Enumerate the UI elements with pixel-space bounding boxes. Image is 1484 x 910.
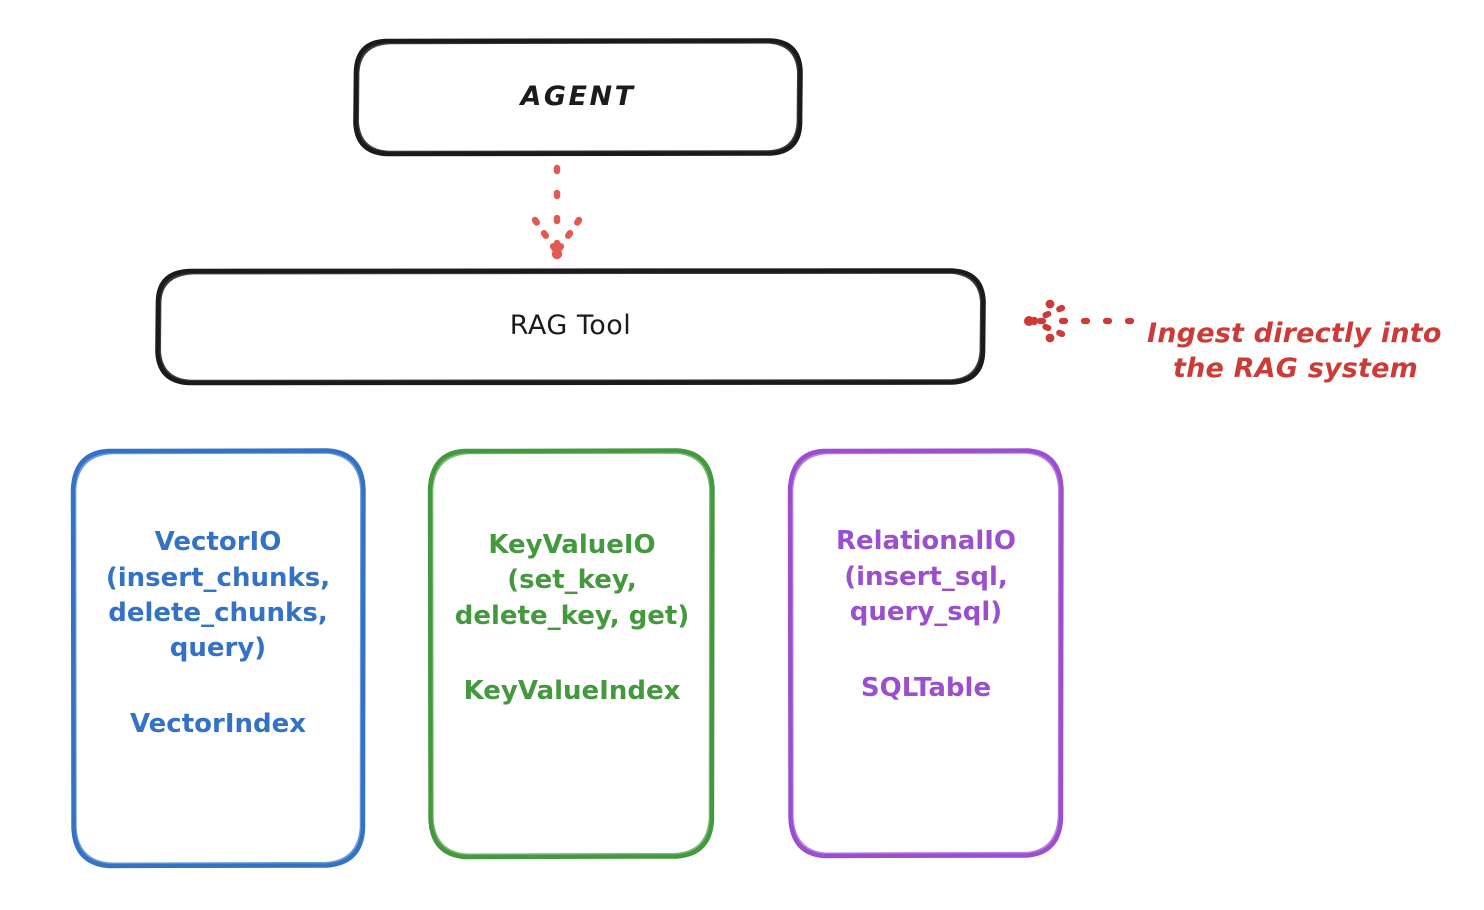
key-value-io-api-label: KeyValueIO (set_key, delete_key, get) (454, 529, 690, 631)
relational-io-api-label: RelationalIO (insert_sql, query_sql) (835, 526, 1017, 628)
ingest-annotation-line-1: Ingest directly into (1147, 318, 1442, 350)
agent-node-label: AGENT (520, 81, 636, 113)
key-value-io-node[interactable]: KeyValueIO (set_key, delete_key, get) Ke… (430, 450, 714, 856)
agent-to-rag-connector (531, 164, 583, 260)
ingest-annotation-line-2: the RAG system (1173, 353, 1418, 385)
vector-io-node[interactable]: VectorIO (insert_chunks, delete_chunks, … (72, 450, 364, 866)
key-value-index-label: KeyValueIndex (463, 676, 681, 707)
agent-node[interactable]: AGENT (355, 40, 801, 155)
ingest-annotation: Ingest directly into the RAG system (1147, 281, 1477, 421)
vector-io-api-label: VectorIO (insert_chunks, delete_chunks, … (105, 527, 331, 664)
relational-io-node[interactable]: RelationalIO (insert_sql, query_sql) SQL… (790, 450, 1062, 855)
rag-tool-node[interactable]: RAG Tool (157, 270, 984, 383)
vector-index-label: VectorIndex (129, 708, 307, 739)
ingest-to-rag-connector (1024, 299, 1140, 343)
rag-tool-node-label: RAG Tool (509, 310, 632, 342)
sql-table-label: SQLTable (860, 672, 992, 703)
